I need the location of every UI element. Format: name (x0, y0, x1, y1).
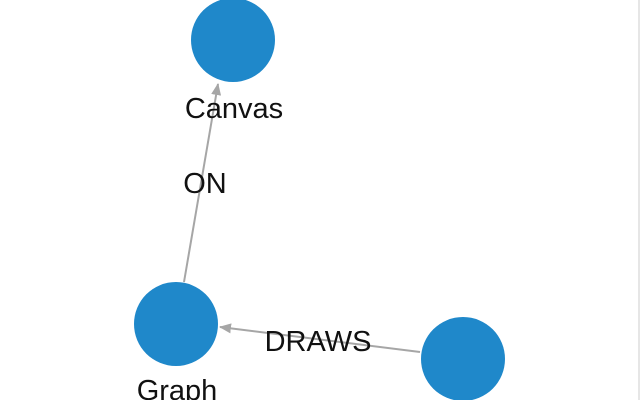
node-labels: Canvas Graph (137, 93, 283, 400)
node-canvas[interactable] (191, 0, 275, 82)
edge-label-draws: DRAWS (265, 326, 372, 358)
edge-on[interactable] (183, 83, 222, 283)
node-graph[interactable] (134, 282, 218, 366)
node-unlabeled[interactable] (421, 317, 505, 400)
panel-border (638, 0, 640, 400)
edges (183, 83, 421, 353)
node-label-canvas: Canvas (185, 93, 283, 125)
node-label-graph: Graph (137, 375, 218, 400)
nodes (134, 0, 505, 400)
edge-draws[interactable] (219, 323, 421, 353)
edge-label-on: ON (183, 168, 227, 200)
edge-labels: ON DRAWS (183, 168, 371, 358)
